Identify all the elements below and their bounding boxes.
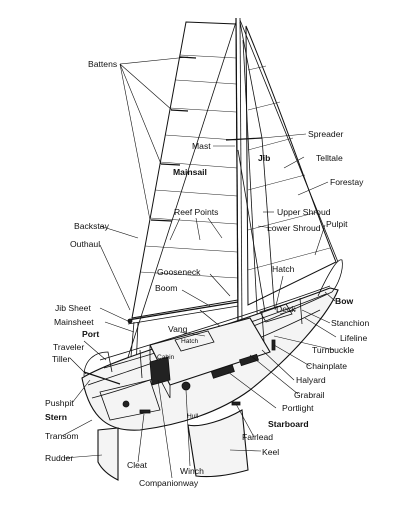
label-port: Port bbox=[82, 329, 99, 339]
label-spreader: Spreader bbox=[308, 129, 343, 139]
label-portlight: Portlight bbox=[282, 403, 314, 413]
mast-line bbox=[235, 17, 239, 329]
boom-line bbox=[127, 301, 239, 321]
labels: Battens Mast Spreader Jib Telltale Mains… bbox=[45, 59, 369, 488]
mainsail-seams bbox=[139, 54, 239, 279]
label-backstay: Backstay bbox=[74, 221, 110, 231]
label-jib-sheet: Jib Sheet bbox=[55, 303, 91, 313]
label-vang: Vang bbox=[168, 324, 188, 334]
fairlead-mark bbox=[231, 401, 241, 406]
label-pulpit: Pulpit bbox=[326, 219, 348, 229]
label-stanchion: Stanchion bbox=[331, 318, 369, 328]
pulpit-shape bbox=[317, 259, 343, 297]
label-bow: Bow bbox=[335, 296, 353, 306]
label-companionway: Companionway bbox=[139, 478, 199, 488]
hatch-shape bbox=[174, 330, 215, 352]
label-cabin: Cabin bbox=[157, 354, 175, 361]
portlight-mark bbox=[210, 364, 235, 379]
label-lifeline: Lifeline bbox=[340, 333, 367, 343]
chainplate-mark bbox=[271, 339, 276, 351]
label-hatch-top: Hatch bbox=[272, 264, 295, 274]
leader-lines bbox=[61, 56, 337, 479]
label-keel: Keel bbox=[262, 447, 279, 457]
label-rudder: Rudder bbox=[45, 453, 73, 463]
mainsail-shape bbox=[131, 21, 239, 319]
label-grabrail: Grabrail bbox=[294, 390, 325, 400]
label-deck: Deck bbox=[276, 304, 296, 314]
label-cleat: Cleat bbox=[127, 460, 148, 470]
rudder-shape bbox=[97, 427, 119, 481]
tiller-line bbox=[83, 371, 121, 385]
label-winch: Winch bbox=[180, 466, 204, 476]
forestay-line bbox=[239, 19, 339, 263]
companionway-shape bbox=[149, 356, 171, 386]
label-gooseneck: Gooseneck bbox=[157, 267, 201, 277]
label-turnbuckle: Turnbuckle bbox=[312, 345, 354, 355]
label-mast: Mast bbox=[192, 141, 211, 151]
label-tiller: Tiller bbox=[52, 354, 70, 364]
label-boom: Boom bbox=[155, 283, 177, 293]
label-halyard: Halyard bbox=[296, 375, 326, 385]
label-mainsheet: Mainsheet bbox=[54, 317, 94, 327]
label-starboard: Starboard bbox=[268, 419, 309, 429]
label-lower-shroud: Lower Shroud bbox=[267, 223, 321, 233]
battens-marks bbox=[150, 56, 197, 222]
winch-mark bbox=[181, 381, 191, 391]
label-stern: Stern bbox=[45, 412, 67, 422]
keel-shape bbox=[187, 409, 249, 478]
label-fairlead: Fairlead bbox=[242, 432, 273, 442]
label-telltale: Telltale bbox=[316, 153, 343, 163]
label-transom: Transom bbox=[45, 431, 79, 441]
pushpit-shape bbox=[83, 351, 113, 377]
spreader-line bbox=[225, 137, 263, 141]
label-forestay: Forestay bbox=[330, 177, 364, 187]
cleat-mark bbox=[139, 409, 151, 414]
label-hatch-small: Hatch bbox=[181, 338, 199, 345]
label-pushpit: Pushpit bbox=[45, 398, 74, 408]
label-chainplate: Chainplate bbox=[306, 361, 347, 371]
label-hull: Hull bbox=[187, 413, 199, 420]
label-mainsail: Mainsail bbox=[173, 167, 207, 177]
label-upper-shroud: Upper Shroud bbox=[277, 207, 331, 217]
halyard-line bbox=[242, 39, 259, 331]
lifeline-line bbox=[99, 285, 331, 361]
label-traveler: Traveler bbox=[53, 342, 84, 352]
label-reef-points: Reef Points bbox=[174, 207, 218, 217]
label-battens: Battens bbox=[88, 59, 117, 69]
upper-shroud-line bbox=[239, 21, 263, 139]
label-jib: Jib bbox=[258, 153, 270, 163]
label-outhaul: Outhaul bbox=[70, 239, 100, 249]
